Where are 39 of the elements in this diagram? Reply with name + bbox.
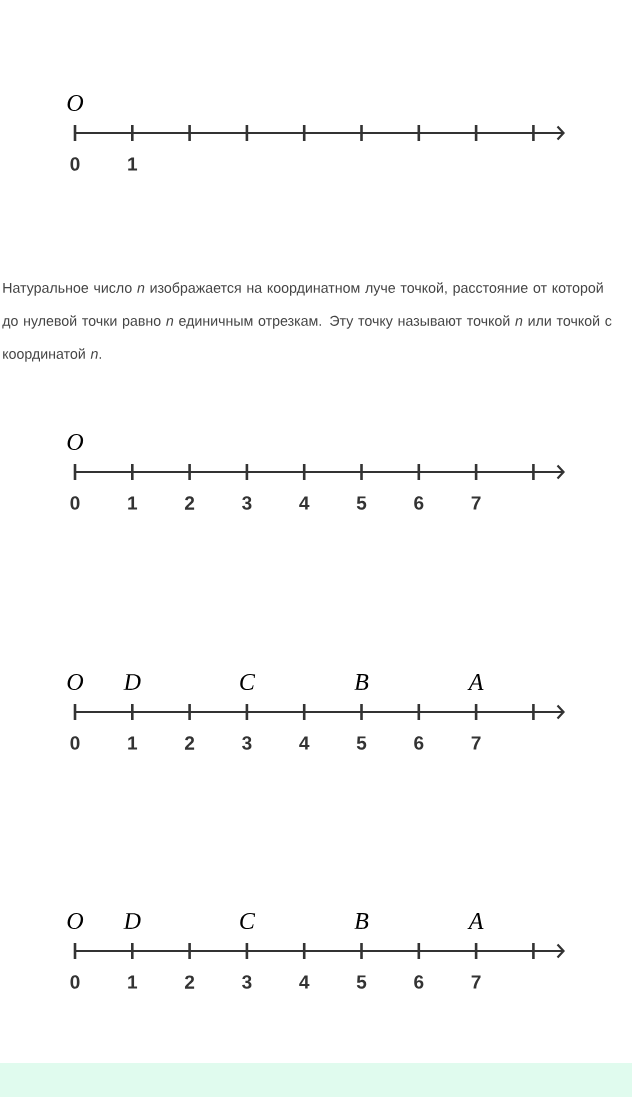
- point-label: O: [67, 912, 84, 930]
- tick-label: 7: [471, 736, 481, 750]
- point-label: D: [123, 674, 141, 690]
- tick-label: 4: [299, 496, 310, 510]
- point-label: O: [67, 433, 84, 451]
- tick-label: 6: [414, 736, 424, 750]
- tick-label: 4: [299, 975, 310, 989]
- tick-label: 7: [471, 496, 481, 510]
- tick-label: 5: [356, 496, 367, 510]
- tick-label: 0: [70, 736, 80, 750]
- tick-label: 0: [70, 975, 80, 989]
- tick-label: 5: [356, 975, 367, 989]
- tick-label: 5: [356, 736, 367, 750]
- tick-label: 1: [128, 496, 138, 510]
- tick-label: 6: [414, 496, 424, 510]
- tick-label: 6: [414, 975, 424, 989]
- point-label: A: [467, 674, 484, 690]
- tick-label: 3: [242, 975, 252, 989]
- point-label: A: [467, 913, 484, 929]
- tick-label: 2: [185, 496, 195, 510]
- point-label: D: [123, 913, 141, 929]
- tick-label: 3: [242, 736, 252, 750]
- point-label: B: [354, 913, 369, 929]
- point-label: C: [240, 673, 256, 691]
- point-label: C: [240, 912, 256, 930]
- tick-label: 2: [185, 975, 195, 989]
- tick-label: 0: [70, 157, 80, 171]
- tick-label: 4: [299, 736, 310, 750]
- tick-label: 3: [242, 496, 252, 510]
- paragraph: Натуральное число n изображается на координатном луче точкой, расстояние от которой до нулевой точки равно n единичным отрезкам. Эту точку называют точкой n или точкой с координатой n.: [2, 282, 612, 362]
- point-label: B: [354, 674, 369, 690]
- tick-label: 1: [128, 157, 138, 171]
- point-label: O: [67, 94, 84, 112]
- tick-label: 7: [471, 975, 481, 989]
- point-label: O: [67, 673, 84, 691]
- tick-label: 2: [185, 736, 195, 750]
- tick-label: 1: [128, 975, 138, 989]
- tick-label: 0: [70, 496, 80, 510]
- tick-label: 1: [128, 736, 138, 750]
